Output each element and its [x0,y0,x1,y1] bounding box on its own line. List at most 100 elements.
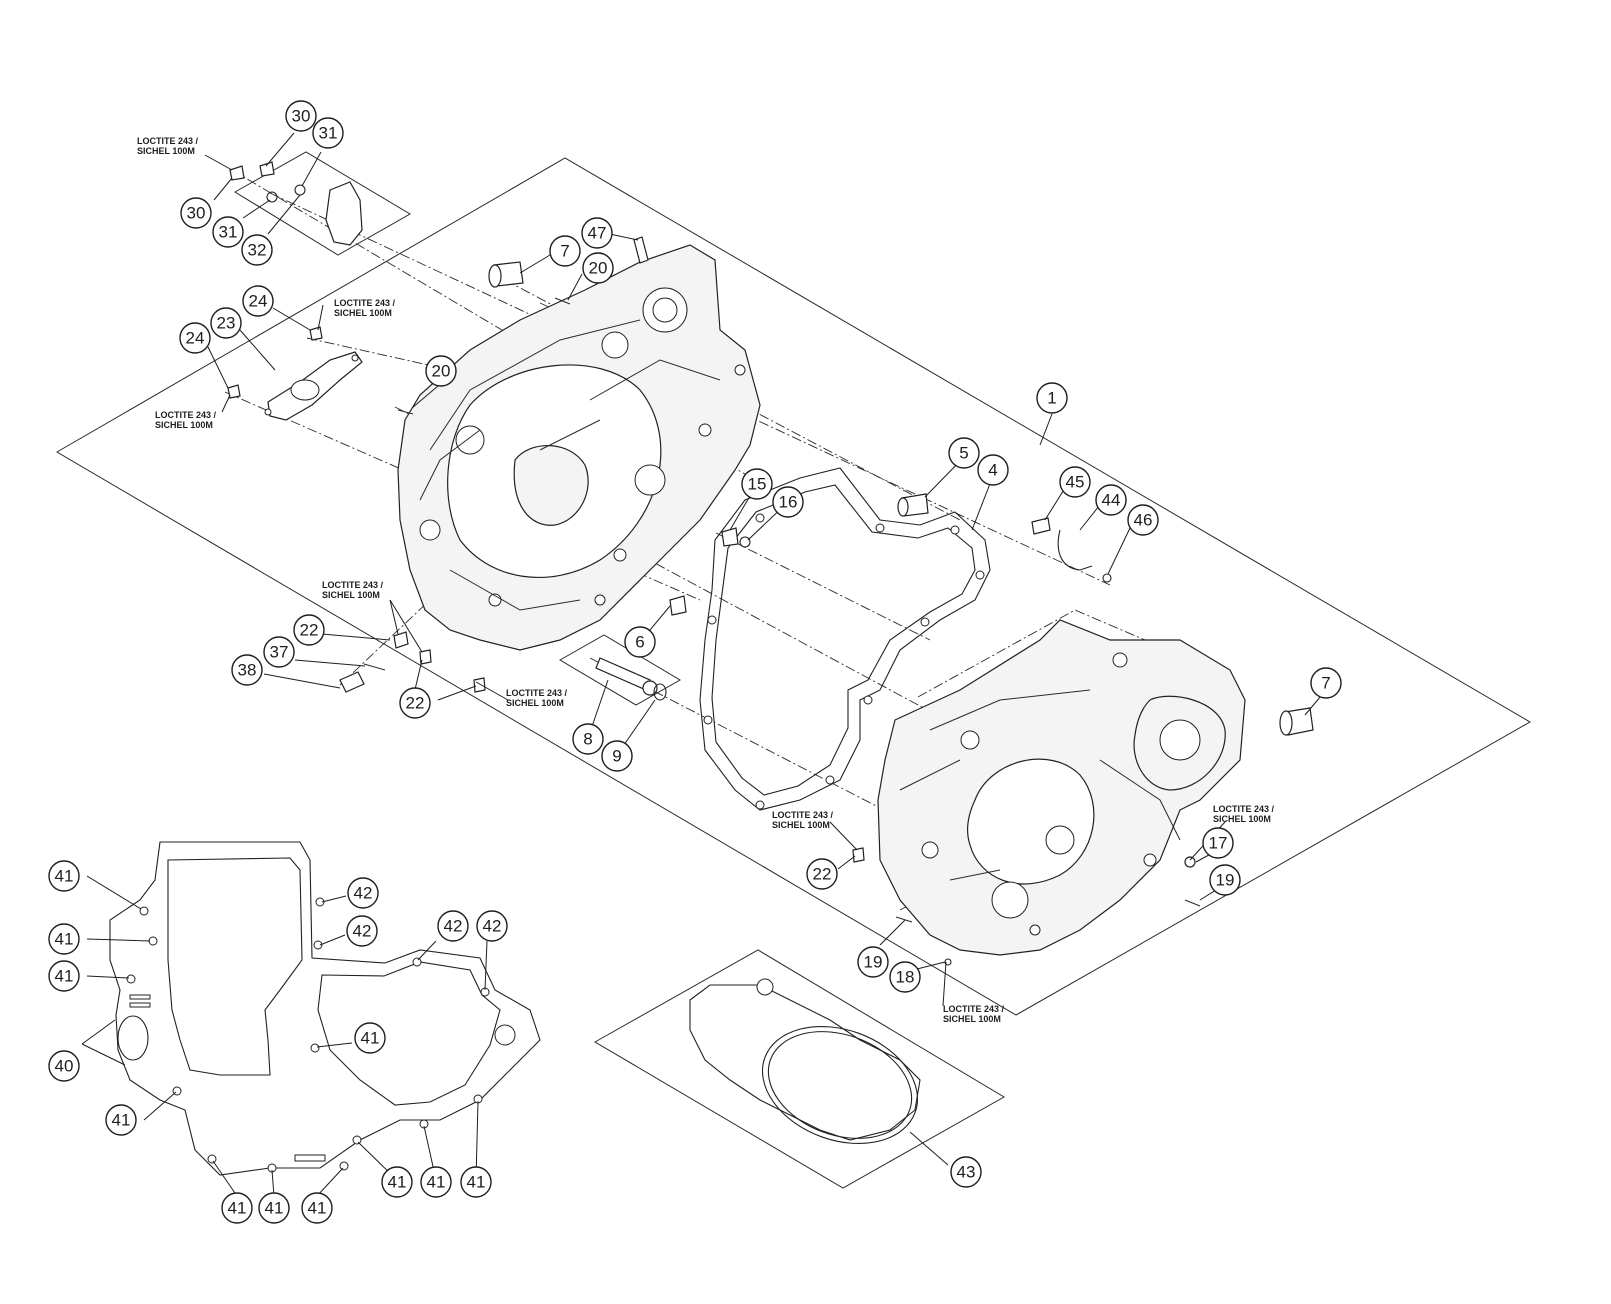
svg-text:44: 44 [1102,491,1121,510]
callout-bubble: 20 [582,252,614,284]
callout-bubble: 4 [977,454,1009,486]
svg-text:31: 31 [219,223,238,242]
loctite-note: LOCTITE 243 / SICHEL 100M [155,410,217,430]
callout-bubble: 22 [293,614,325,646]
leader-lines [81,132,1327,1197]
callout-bubble: 17 [1202,827,1234,859]
loctite-note: LOCTITE 243 / SICHEL 100M [772,810,834,830]
svg-text:47: 47 [588,224,607,243]
callout-bubble: 24 [179,322,211,354]
svg-text:5: 5 [959,444,968,463]
callout-bubble: 32 [241,234,273,266]
svg-text:9: 9 [612,747,621,766]
hardware-parts [227,161,1314,966]
svg-text:41: 41 [467,1173,486,1192]
callout-bubble: 43 [950,1156,982,1188]
callout-bubble: 9 [601,740,633,772]
svg-text:LOCTITE 243 /: LOCTITE 243 / [137,136,199,146]
svg-text:SICHEL 100M: SICHEL 100M [155,420,213,430]
gasket-set-panel [593,949,1005,1189]
callout-bubble: 47 [581,217,613,249]
callout-bubble: 31 [212,216,244,248]
svg-text:SICHEL 100M: SICHEL 100M [1213,814,1271,824]
svg-text:41: 41 [265,1199,284,1218]
main-assembly-panel [56,157,1532,1016]
callout-bubble: 6 [624,626,656,658]
callouts: 1 4 5 6 7 7 8 9 15 16 17 18 19 19 20 20 … [48,100,1342,1224]
svg-text:42: 42 [354,884,373,903]
callout-bubble: 22 [806,858,838,890]
svg-text:LOCTITE 243 /: LOCTITE 243 / [155,410,217,420]
svg-text:30: 30 [292,107,311,126]
callout-bubble: 19 [1209,864,1241,896]
svg-text:24: 24 [249,292,268,311]
callout-bubble: 18 [889,961,921,993]
callout-bubble: 38 [231,654,263,686]
svg-text:19: 19 [864,953,883,972]
loctite-note: LOCTITE 243 / SICHEL 100M [506,688,568,708]
callout-bubble: 20 [425,355,457,387]
callout-bubble: 42 [437,910,469,942]
callout-bubble: 30 [285,100,317,132]
svg-text:40: 40 [55,1057,74,1076]
callout-bubble: 41 [105,1104,137,1136]
callout-bubble: 41 [381,1166,413,1198]
bracket-subpanel [234,151,411,256]
svg-text:42: 42 [444,917,463,936]
svg-text:42: 42 [353,922,372,941]
right-crankcase-half [877,619,1246,956]
callout-bubble: 15 [741,468,773,500]
svg-text:SICHEL 100M: SICHEL 100M [322,590,380,600]
svg-text:7: 7 [560,242,569,261]
svg-text:41: 41 [55,967,74,986]
assembly-panels [56,151,1532,1189]
svg-text:22: 22 [813,865,832,884]
svg-text:LOCTITE 243 /: LOCTITE 243 / [322,580,384,590]
svg-text:41: 41 [112,1111,131,1130]
callout-bubble: 8 [572,723,604,755]
svg-text:22: 22 [406,694,425,713]
svg-text:41: 41 [361,1029,380,1048]
callout-bubble: 37 [263,636,295,668]
loctite-note: LOCTITE 243 / SICHEL 100M [943,1004,1005,1024]
svg-text:SICHEL 100M: SICHEL 100M [943,1014,1001,1024]
svg-text:LOCTITE 243 /: LOCTITE 243 / [334,298,396,308]
callout-bubble: 42 [346,915,378,947]
loctite-notes: LOCTITE 243 / SICHEL 100M LOCTITE 243 / … [137,136,1275,1024]
callout-bubble: 42 [476,910,508,942]
svg-text:4: 4 [988,461,997,480]
svg-text:43: 43 [957,1163,976,1182]
svg-text:19: 19 [1216,871,1235,890]
svg-text:24: 24 [186,329,205,348]
callout-bubble: 42 [347,877,379,909]
svg-text:37: 37 [270,643,289,662]
svg-text:30: 30 [187,204,206,223]
svg-text:32: 32 [248,241,267,260]
svg-text:20: 20 [589,259,608,278]
callout-bubble: 41 [258,1192,290,1224]
svg-text:LOCTITE 243 /: LOCTITE 243 / [1213,804,1275,814]
center-gasket [699,467,991,811]
gasket-set [689,978,921,1145]
loctite-note: LOCTITE 243 / SICHEL 100M [137,136,199,156]
svg-text:SICHEL 100M: SICHEL 100M [334,308,392,318]
callout-bubble: 41 [221,1192,253,1224]
callout-bubble: 41 [460,1166,492,1198]
callout-bubble: 1 [1036,382,1068,414]
loctite-note: LOCTITE 243 / SICHEL 100M [334,298,396,318]
left-crankcase-half [397,244,761,651]
svg-text:1: 1 [1047,389,1056,408]
svg-text:LOCTITE 243 /: LOCTITE 243 / [943,1004,1005,1014]
svg-text:41: 41 [55,930,74,949]
crankcase-gasket [109,841,541,1176]
svg-text:31: 31 [319,124,338,143]
callout-bubble: 41 [48,960,80,992]
svg-text:SICHEL 100M: SICHEL 100M [772,820,830,830]
callout-bubble: 40 [48,1050,80,1082]
svg-text:LOCTITE 243 /: LOCTITE 243 / [772,810,834,820]
callout-bubble: 16 [772,486,804,518]
svg-text:SICHEL 100M: SICHEL 100M [506,698,564,708]
svg-text:SICHEL 100M: SICHEL 100M [137,146,195,156]
